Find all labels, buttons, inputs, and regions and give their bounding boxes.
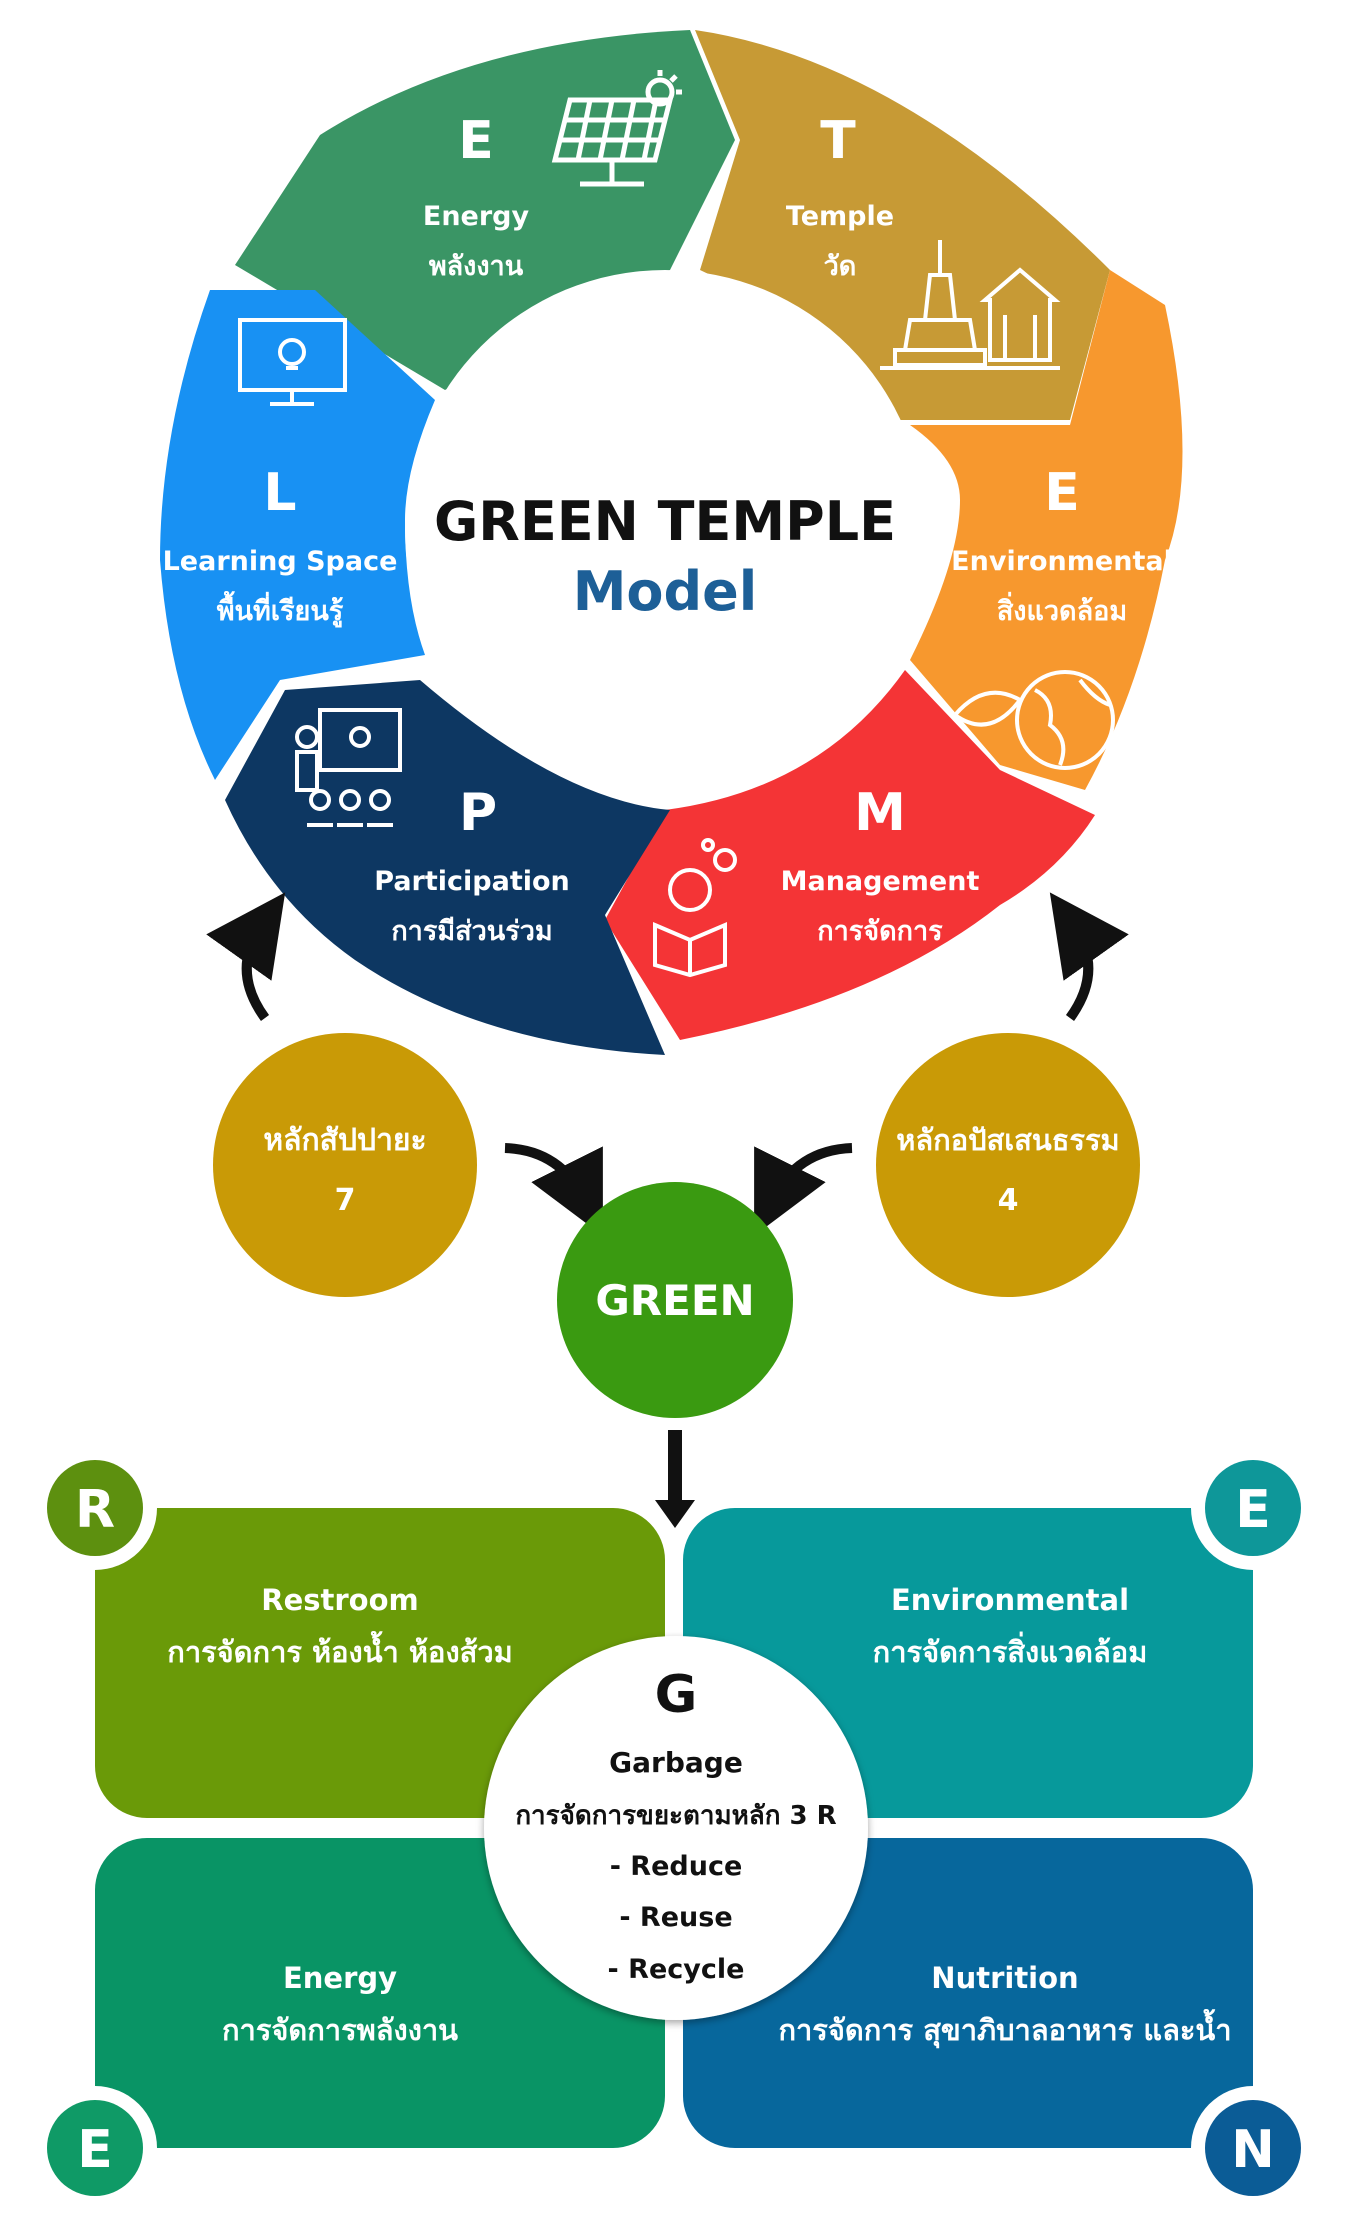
segment-participation-en: Participation bbox=[374, 866, 570, 897]
diagram-subtitle: Model bbox=[573, 560, 758, 623]
segment-energy-letter: E bbox=[458, 111, 494, 171]
segment-temple-en: Temple bbox=[786, 201, 894, 232]
badge-environmental bbox=[1205, 1460, 1301, 1556]
segment-learning-letter: L bbox=[263, 463, 296, 523]
quadrant-nutrition-th: การจัดการ สุขาภิบาลอาหาร และน้ำ bbox=[778, 2008, 1231, 2048]
diagram-title: GREEN TEMPLE bbox=[434, 490, 896, 553]
garbage-item-recycle: - Recycle bbox=[608, 1954, 745, 1985]
garbage-circle bbox=[484, 1636, 868, 2020]
principle-right-line2: 4 bbox=[998, 1183, 1019, 1218]
segment-participation-shape bbox=[225, 680, 670, 1055]
green-node-label: GREEN bbox=[595, 1276, 754, 1325]
quadrant-restroom-en: Restroom bbox=[261, 1583, 419, 1617]
quadrant-environmental-th: การจัดการสิ่งแวดล้อม bbox=[873, 1631, 1148, 1669]
green-node-circle bbox=[557, 1182, 793, 1418]
segment-energy-en: Energy bbox=[423, 201, 530, 232]
principle-left: หลักสัปปายะ 7 bbox=[213, 1033, 477, 1297]
quadrant-energy-en: Energy bbox=[283, 1961, 397, 1995]
badge-restroom-letter: R bbox=[75, 1480, 115, 1540]
garbage-item-reuse: - Reuse bbox=[619, 1902, 732, 1933]
segment-participation-th: การมีส่วนร่วม bbox=[391, 916, 552, 947]
badge-nutrition-letter: N bbox=[1231, 2120, 1275, 2180]
arrow-left-to-green bbox=[504, 1143, 603, 1236]
segment-learning-en: Learning Space bbox=[163, 546, 398, 577]
badge-nutrition bbox=[1205, 2100, 1301, 2196]
principle-right-circle bbox=[876, 1033, 1140, 1297]
garbage-node: G Garbage การจัดการขยะตามหลัก 3 R - Redu… bbox=[484, 1636, 868, 2020]
segment-learning: L Learning Space พื้นที่เรียนรู้ bbox=[160, 290, 435, 780]
segment-environmental-shape bbox=[910, 270, 1183, 790]
segment-participation: P Participation การมีส่วนร่วม bbox=[225, 680, 670, 1055]
quadrant-environmental-en: Environmental bbox=[891, 1583, 1129, 1617]
segment-environmental-letter: E bbox=[1044, 463, 1080, 523]
principle-left-line1: หลักสัปปายะ bbox=[263, 1123, 426, 1158]
badge-energy bbox=[47, 2100, 143, 2196]
segment-management-letter: M bbox=[854, 783, 906, 843]
arrow-right-to-green bbox=[754, 1143, 853, 1236]
badge-restroom bbox=[47, 1460, 143, 1556]
segment-learning-shape bbox=[160, 290, 435, 780]
arrow-down-head bbox=[655, 1500, 695, 1528]
segment-management-th: การจัดการ bbox=[817, 916, 943, 947]
monitor-bulb-icon bbox=[238, 318, 347, 406]
quadrant-energy-th: การจัดการพลังงาน bbox=[222, 2013, 458, 2047]
badge-energy-letter: E bbox=[77, 2120, 113, 2180]
segment-management-en: Management bbox=[781, 866, 980, 897]
teacher-audience-icon bbox=[295, 708, 402, 827]
green-node: GREEN bbox=[557, 1182, 793, 1418]
segment-learning-th: พื้นที่เรียนรู้ bbox=[217, 590, 344, 628]
quadrant-restroom-th: การจัดการ ห้องน้ำ ห้องส้วม bbox=[167, 1630, 512, 1669]
garbage-letter: G bbox=[655, 1665, 698, 1725]
segment-environmental-en: Environmental bbox=[951, 546, 1173, 577]
garbage-en: Garbage bbox=[609, 1746, 743, 1779]
principle-right-line1: หลักอปัสเสนธรรม bbox=[896, 1123, 1119, 1157]
quadrant-nutrition-en: Nutrition bbox=[931, 1961, 1078, 1995]
segment-environmental: E Environmental สิ่งแวดล้อม bbox=[910, 270, 1183, 790]
center-circle bbox=[405, 270, 925, 790]
solar-panel-icon bbox=[551, 70, 682, 187]
segment-management: M Management การจัดการ bbox=[605, 670, 1095, 1040]
segment-participation-letter: P bbox=[459, 783, 497, 843]
temple-icon bbox=[880, 240, 1061, 370]
badge-environmental-letter: E bbox=[1235, 1480, 1271, 1540]
principle-left-line2: 7 bbox=[335, 1183, 356, 1218]
garbage-th: การจัดการขยะตามหลัก 3 R bbox=[515, 1801, 836, 1831]
globe-leaf-icon bbox=[952, 670, 1115, 770]
arrow-left-up bbox=[206, 892, 286, 1021]
segment-energy-th: พลังงาน bbox=[429, 251, 524, 282]
arrow-right-up bbox=[1049, 892, 1129, 1021]
segment-temple-th: วัด bbox=[824, 251, 857, 282]
segment-temple-letter: T bbox=[820, 111, 856, 171]
segment-management-shape bbox=[605, 670, 1095, 1040]
principle-right: หลักอปัสเสนธรรม 4 bbox=[876, 1033, 1140, 1297]
segment-environmental-th: สิ่งแวดล้อม bbox=[997, 591, 1127, 627]
principle-left-circle bbox=[213, 1033, 477, 1297]
reader-gear-icon bbox=[653, 838, 737, 978]
garbage-item-reduce: - Reduce bbox=[610, 1851, 743, 1882]
